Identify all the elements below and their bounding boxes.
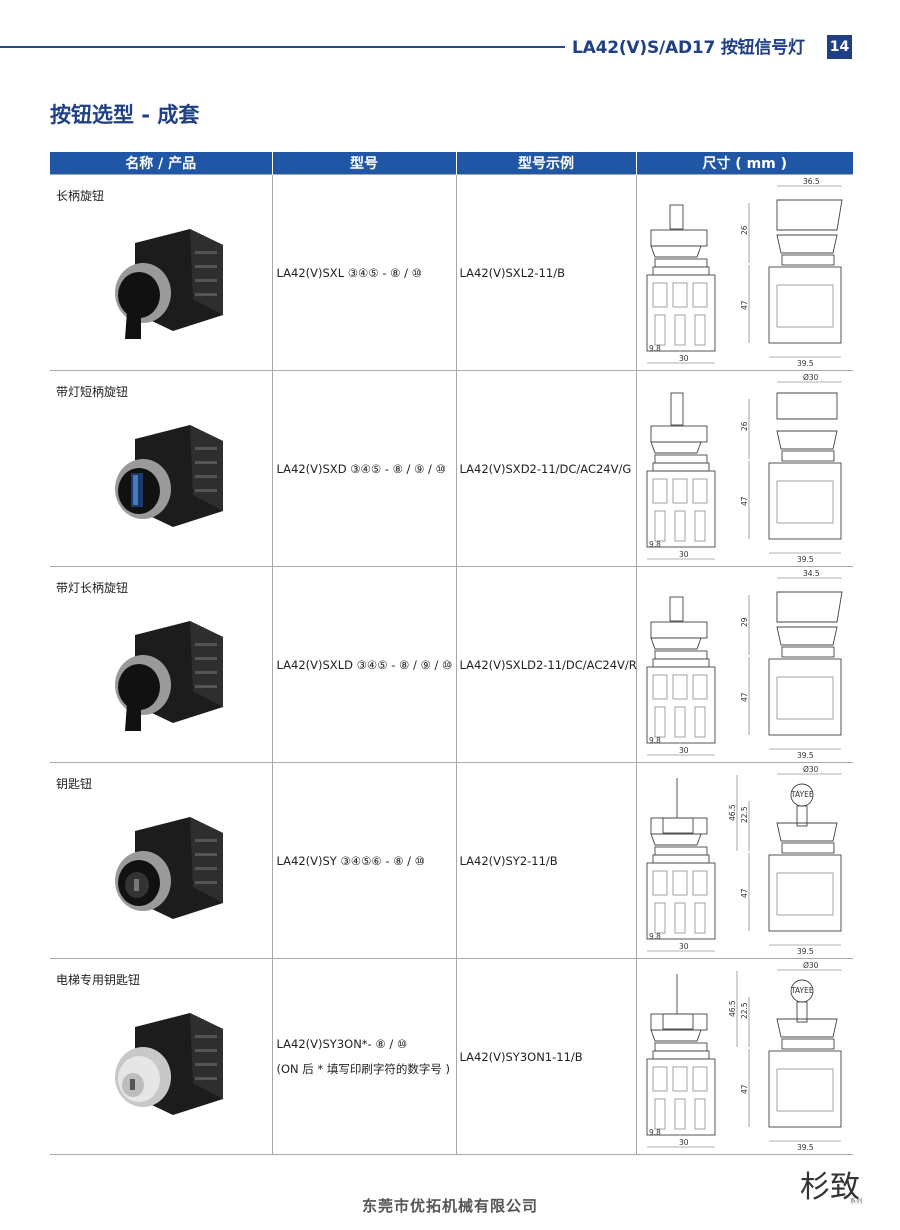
dim-top-width: Ø30 xyxy=(803,765,819,774)
product-name: 钥匙钮 xyxy=(56,777,93,791)
dim-top-width: 36.5 xyxy=(803,177,820,186)
table-row: 带灯短柄旋钮 LA42(V)SXD ③④⑤ - ⑧ / ⑨ / ⑩ LA42(V)S… xyxy=(50,370,853,567)
model-code: LA42(V)SY ③④⑤⑥ - ⑧ / ⑩ xyxy=(276,853,426,868)
dim-front-width: 30 xyxy=(679,354,689,363)
brand-logo-sub: 系列 xyxy=(850,1198,863,1205)
model-cell: LA42(V)SXLD ③④⑤ - ⑧ / ⑨ / ⑩ xyxy=(271,566,456,763)
dim-side-width: 39.5 xyxy=(797,751,814,760)
model-cell: LA42(V)SY3ON*- ⑧ / ⑩ (ON 后 * 填写印刷字符的数字号 ) xyxy=(271,958,456,1155)
section-title: 按钮选型 - 成套 xyxy=(50,103,200,127)
product-photo xyxy=(115,621,223,731)
dim-body-height: 47 xyxy=(740,692,749,702)
product-photo xyxy=(115,229,223,339)
column-header-dimensions: 尺寸 ( mm ) xyxy=(635,152,853,175)
dim-key-total: 46.5 xyxy=(728,1000,737,1017)
product-name: 带灯长柄旋钮 xyxy=(56,581,129,595)
product-cell: 钥匙钮 xyxy=(50,762,272,959)
dim-body-height: 47 xyxy=(740,888,749,898)
dimension-cell: 30 9.8 TAYEE Ø30 22.5 47 39.5 46.5 xyxy=(635,762,853,959)
dim-key-total: 46.5 xyxy=(728,804,737,821)
model-cell: LA42(V)SXL ③④⑤ - ⑧ / ⑩ xyxy=(271,174,456,371)
dim-base-offset: 9.8 xyxy=(649,736,661,745)
dim-head-height: 22.5 xyxy=(740,806,749,823)
column-header-example: 型号示例 xyxy=(455,152,636,175)
key-brand-label: TAYEE xyxy=(790,986,814,995)
brand-logo: 杉致 xyxy=(800,1170,860,1205)
header-title: LA42(V)S/AD17 按钮信号灯 xyxy=(572,38,805,58)
column-header-name: 名称 / 产品 xyxy=(50,152,272,175)
dimension-drawing: 30 9.8 Ø30 26 47 39.5 xyxy=(646,373,842,564)
footer-company: 东莞市优拓机械有限公司 xyxy=(361,1197,538,1215)
model-note: (ON 后 * 填写印刷字符的数字号 ) xyxy=(276,1061,451,1076)
product-photo xyxy=(115,425,223,527)
product-name: 电梯专用钥匙钮 xyxy=(56,973,141,987)
table-row: 带灯长柄旋钮 LA42(V)SXLD ③④⑤ - ⑧ / ⑨ / ⑩ LA42(V)… xyxy=(50,566,853,763)
dimension-cell: 30 9.8 36.5 26 47 39.5 xyxy=(635,174,853,371)
table-header-row: 名称 / 产品 型号 型号示例 尺寸 ( mm ) xyxy=(50,152,853,175)
page-number: 14 xyxy=(827,35,852,59)
product-cell: 带灯长柄旋钮 xyxy=(50,566,272,763)
dim-side-width: 39.5 xyxy=(797,1143,814,1152)
example-cell: LA42(V)SY3ON1-11/B xyxy=(455,958,636,1155)
dim-body-height: 47 xyxy=(740,496,749,506)
model-code: LA42(V)SXL ③④⑤ - ⑧ / ⑩ xyxy=(276,265,422,280)
dimension-cell: 30 9.8 Ø30 26 47 39.5 xyxy=(635,370,853,567)
table-row: 电梯专用钥匙钮 LA42(V)SY3ON*- ⑧ / ⑩ (ON 后 * 填写印刷字… xyxy=(50,958,853,1155)
model-example: LA42(V)SY3ON1-11/B xyxy=(459,1049,583,1064)
example-cell: LA42(V)SXLD2-11/DC/AC24V/R xyxy=(455,566,637,763)
dim-side-width: 39.5 xyxy=(797,947,814,956)
example-cell: LA42(V)SXL2-11/B xyxy=(455,174,636,371)
dim-front-width: 30 xyxy=(679,746,689,755)
dim-base-offset: 9.8 xyxy=(649,1128,661,1137)
model-example: LA42(V)SXLD2-11/DC/AC24V/R xyxy=(459,657,637,672)
product-cell: 带灯短柄旋钮 xyxy=(50,370,272,567)
dim-side-width: 39.5 xyxy=(797,555,814,564)
dim-front-width: 30 xyxy=(679,942,689,951)
dim-head-height: 29 xyxy=(740,617,749,627)
dimension-drawing: 30 9.8 36.5 26 47 39.5 xyxy=(646,177,843,368)
product-cell: 长柄旋钮 xyxy=(50,174,272,371)
table-row: 长柄旋钮 LA42(V)SXL ③④⑤ - ⑧ / ⑩ LA42(V)SXL2-11… xyxy=(50,174,853,371)
dim-base-offset: 9.8 xyxy=(649,932,661,941)
dim-head-height: 22.5 xyxy=(740,1002,749,1019)
dim-body-height: 47 xyxy=(740,1084,749,1094)
example-cell: LA42(V)SY2-11/B xyxy=(455,762,636,959)
dim-top-width: Ø30 xyxy=(803,373,819,382)
product-name: 长柄旋钮 xyxy=(56,189,105,203)
dim-base-offset: 9.8 xyxy=(649,540,661,549)
key-brand-label: TAYEE xyxy=(790,790,814,799)
dim-top-width: Ø30 xyxy=(803,961,819,970)
dim-base-offset: 9.8 xyxy=(649,344,661,353)
dimension-drawing: 30 9.8 TAYEE Ø30 22.5 47 39.5 46.5 xyxy=(646,765,842,956)
dim-head-height: 26 xyxy=(740,225,749,235)
product-photo xyxy=(115,817,223,919)
model-code: LA42(V)SXD ③④⑤ - ⑧ / ⑨ / ⑩ xyxy=(276,461,446,476)
dimension-drawing: 30 9.8 34.5 29 47 39.5 xyxy=(646,569,843,760)
dim-front-width: 30 xyxy=(679,550,689,559)
model-code: LA42(V)SY3ON*- ⑧ / ⑩ xyxy=(276,1036,408,1051)
dimension-cell: 30 9.8 34.5 29 47 39.5 xyxy=(635,566,853,763)
dim-side-width: 39.5 xyxy=(797,359,814,368)
dim-top-width: 34.5 xyxy=(803,569,820,578)
model-example: LA42(V)SY2-11/B xyxy=(459,853,558,868)
model-cell: LA42(V)SXD ③④⑤ - ⑧ / ⑨ / ⑩ xyxy=(271,370,456,567)
dimension-drawing: 30 9.8 TAYEE Ø30 22.5 47 39.5 46.5 xyxy=(646,961,842,1152)
product-name: 带灯短柄旋钮 xyxy=(56,385,129,399)
product-cell: 电梯专用钥匙钮 xyxy=(50,958,272,1155)
product-table: 名称 / 产品 型号 型号示例 尺寸 ( mm ) 长柄旋钮 LA42(V)SXL… xyxy=(50,152,853,1155)
model-cell: LA42(V)SY ③④⑤⑥ - ⑧ / ⑩ xyxy=(271,762,456,959)
header-rule xyxy=(0,46,565,48)
table-row: 钥匙钮 LA42(V)SY ③④⑤⑥ - ⑧ / ⑩ LA42(V)SY2-11/B… xyxy=(50,762,853,959)
column-header-model: 型号 xyxy=(271,152,456,175)
model-example: LA42(V)SXD2-11/DC/AC24V/G xyxy=(459,461,632,476)
model-code: LA42(V)SXLD ③④⑤ - ⑧ / ⑨ / ⑩ xyxy=(276,657,453,672)
example-cell: LA42(V)SXD2-11/DC/AC24V/G xyxy=(455,370,636,567)
product-photo xyxy=(115,1013,223,1115)
dim-front-width: 30 xyxy=(679,1138,689,1147)
dim-body-height: 47 xyxy=(740,300,749,310)
model-example: LA42(V)SXL2-11/B xyxy=(459,265,565,280)
dimension-cell: 30 9.8 TAYEE Ø30 22.5 47 39.5 46.5 xyxy=(635,958,853,1155)
dim-head-height: 26 xyxy=(740,421,749,431)
